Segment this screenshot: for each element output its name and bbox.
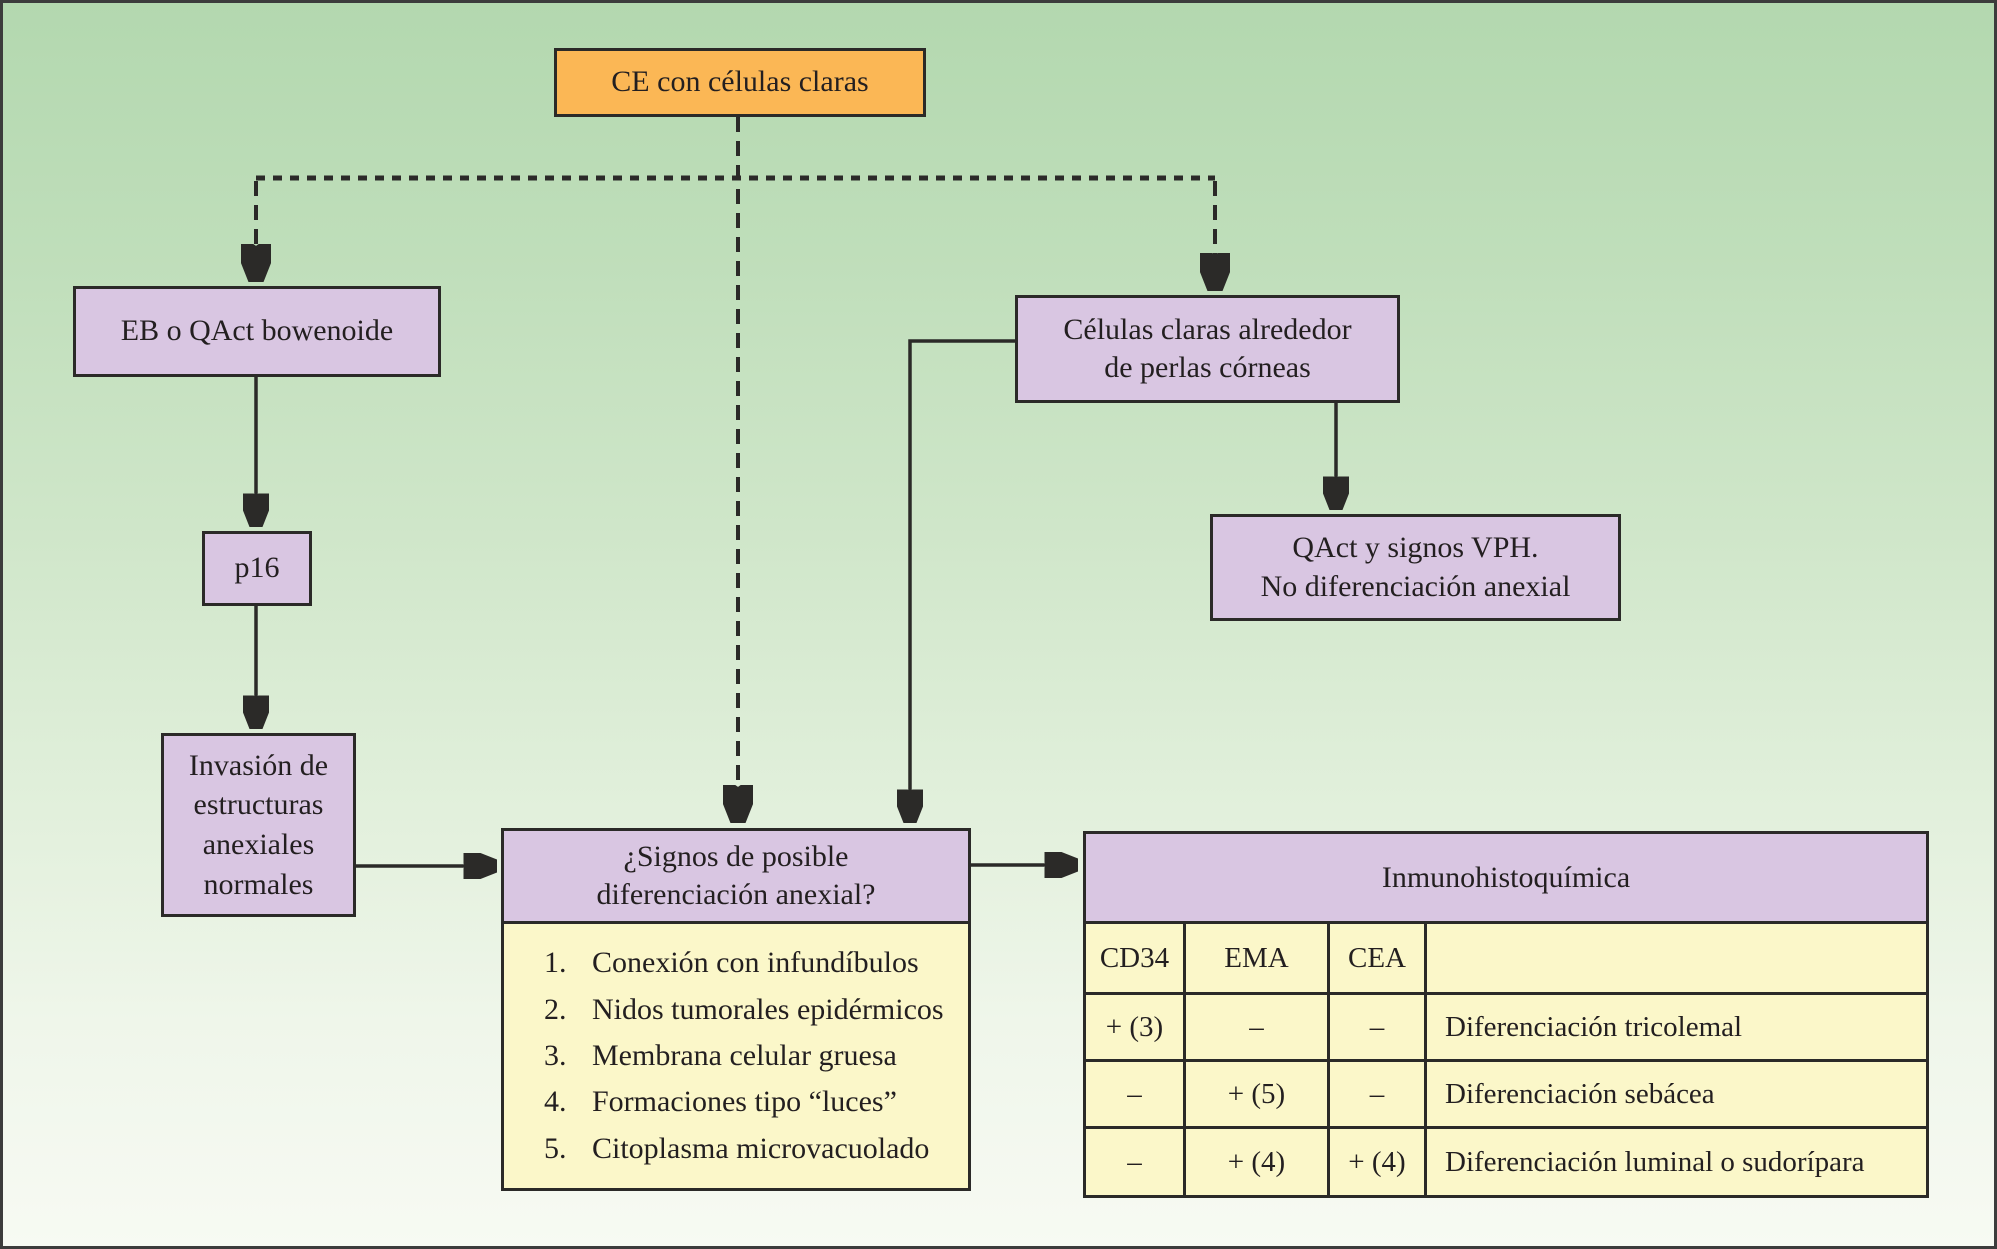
list-item: 3. Membrana celular gruesa	[544, 1039, 960, 1073]
list-item: 1. Conexión con infundíbulos	[544, 946, 960, 980]
ihq-cell-ema: + (4)	[1186, 1129, 1327, 1195]
ihq-cell-cea: –	[1330, 995, 1424, 1059]
node-label-line: No diferenciación anexial	[1260, 569, 1571, 603]
arrow-celulas-to-signos	[910, 339, 1015, 821]
node-label: CE con células claras	[611, 65, 869, 99]
node-signos-diferenciacion: ¿Signos de posible diferenciación anexia…	[501, 828, 971, 924]
ihq-cell-cd34: + (3)	[1086, 995, 1183, 1059]
list-item-text: Membrana celular gruesa	[592, 1038, 897, 1072]
list-item: 4. Formaciones tipo “luces”	[544, 1085, 960, 1119]
node-label: EB o QAct bowenoide	[120, 314, 394, 348]
list-item-text: Citoplasma microvacuolado	[592, 1131, 930, 1165]
node-label-line: QAct y signos VPH.	[1292, 531, 1539, 565]
node-label: p16	[234, 551, 280, 585]
ihq-col-header-diff	[1427, 924, 1926, 992]
list-item: 5. Citoplasma microvacuolado	[544, 1132, 960, 1166]
ihq-col-header-ema: EMA	[1186, 924, 1327, 992]
node-p16: p16	[202, 531, 312, 606]
ihq-cell-cea: + (4)	[1330, 1129, 1424, 1195]
list-item-text: Nidos tumorales epidérmicos	[592, 992, 944, 1026]
ihq-cell-ema: –	[1186, 995, 1327, 1059]
node-invasion-anexial: Invasión de estructuras anexiales normal…	[161, 733, 356, 917]
list-item-number: 1.	[544, 946, 567, 980]
ihq-col-header-cd34: CD34	[1086, 924, 1183, 992]
list-item-number: 4.	[544, 1085, 567, 1119]
ihq-cell-cd34: –	[1086, 1129, 1183, 1195]
node-label-line: de perlas córneas	[1104, 351, 1311, 384]
node-label-line: Células claras alrededor	[1063, 312, 1352, 346]
node-qact-vph: QAct y signos VPH. No diferenciación ane…	[1210, 514, 1621, 621]
node-label-line: diferenciación anexial?	[596, 878, 876, 911]
node-celulas-perlas-corneas: Células claras alrededor de perlas córne…	[1015, 295, 1400, 403]
ihq-cell-diff: Diferenciación luminal o sudorípara	[1427, 1129, 1926, 1195]
node-label-line: normales	[203, 867, 314, 901]
node-ce-celulas-claras: CE con células claras	[554, 48, 926, 117]
ihq-table-grid: CD34 EMA CEA + (3) – – Diferenciación tr…	[1083, 921, 1929, 1198]
ihq-col-header-cea: CEA	[1330, 924, 1424, 992]
ihq-cell-cea: –	[1330, 1062, 1424, 1126]
ihq-cell-diff: Diferenciación sebácea	[1427, 1062, 1926, 1126]
node-label-line: Invasión de	[188, 748, 329, 782]
node-label-line: ¿Signos de posible	[623, 839, 849, 873]
signos-criteria-list: 1. Conexión con infundíbulos 2. Nidos tu…	[501, 921, 971, 1191]
node-label-line: estructuras	[193, 788, 324, 822]
ihq-cell-cd34: –	[1086, 1062, 1183, 1126]
list-item: 2. Nidos tumorales epidérmicos	[544, 993, 960, 1027]
list-item-number: 3.	[544, 1038, 567, 1072]
list-item-number: 2.	[544, 992, 567, 1026]
list-item-number: 5.	[544, 1131, 567, 1165]
node-eb-qact-bowenoide: EB o QAct bowenoide	[73, 286, 441, 377]
list-item-text: Conexión con infundíbulos	[592, 946, 919, 980]
ihq-cell-diff: Diferenciación tricolemal	[1427, 995, 1926, 1059]
ihq-table-title: Inmunohistoquímica	[1083, 831, 1929, 924]
node-label-line: anexiales	[202, 828, 315, 861]
ihq-cell-ema: + (5)	[1186, 1062, 1327, 1126]
list-item-text: Formaciones tipo “luces”	[592, 1085, 897, 1119]
